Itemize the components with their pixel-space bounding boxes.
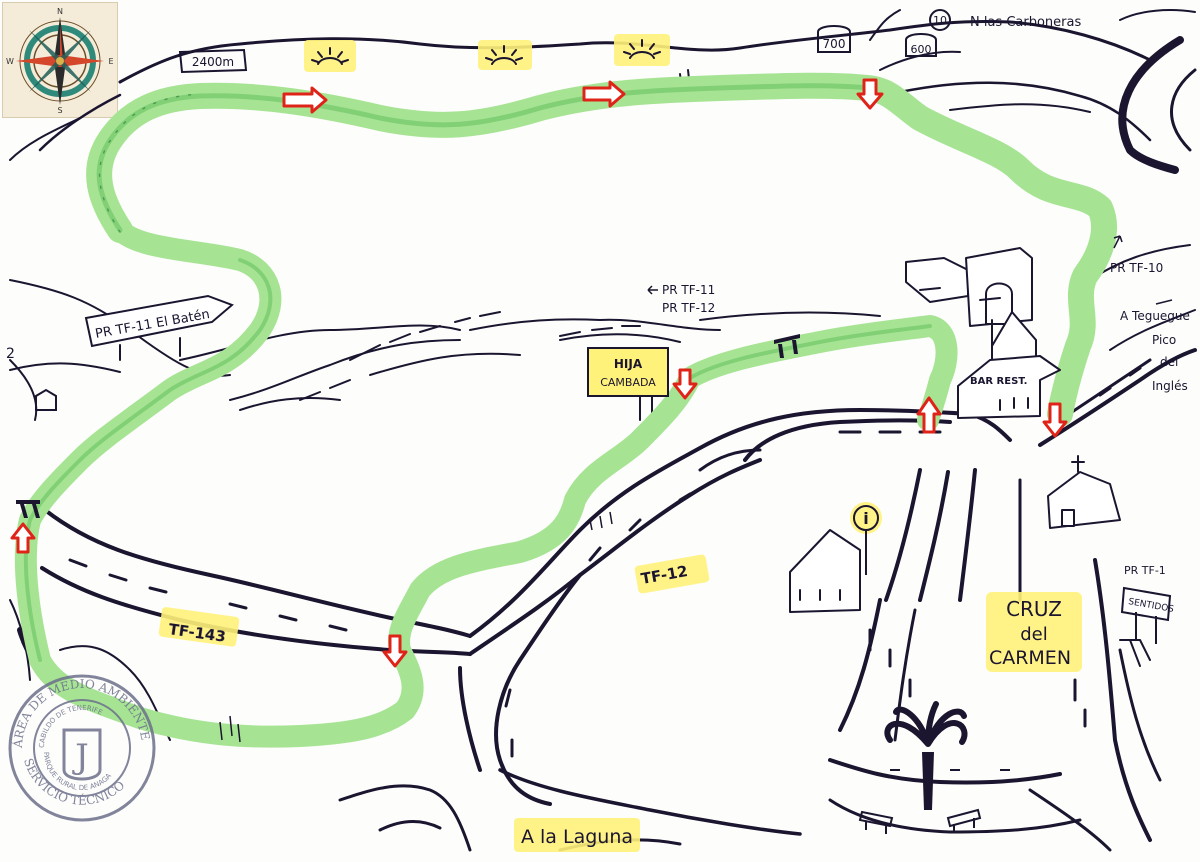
road-label-tf143: TF-143: [167, 620, 227, 646]
pointer-pico-3: Inglés: [1152, 379, 1188, 393]
arrow-down-road: [382, 634, 408, 668]
destination-label: A la Laguna: [521, 826, 633, 848]
town-buildings: [789, 247, 1121, 613]
pointer-pico-1: Pico: [1152, 333, 1176, 347]
arrow-right-1: [282, 86, 328, 114]
official-stamp: ÁREA DE MEDIO AMBIENTE TERRITORIAL SERVI…: [0, 0, 156, 822]
svg-text:PARQUE RURAL DE ANAGA: PARQUE RURAL DE ANAGA: [42, 752, 113, 792]
direction-arrows: [10, 78, 1068, 668]
info-icon: i: [863, 509, 868, 528]
viewpoint-sun-icons: [311, 39, 661, 65]
altitude-600: 600: [911, 43, 932, 56]
place-name-line2: del: [1020, 624, 1048, 645]
pointer-pico-2: del: [1160, 355, 1178, 369]
route-number-10: 10: [933, 14, 947, 27]
road-label-tf12: TF-12: [640, 562, 690, 588]
stamp-bottom-text: SERVICIO TÉCNICO: [21, 756, 127, 807]
arrow-down-top: [856, 78, 884, 110]
trail-path: [14, 72, 1117, 748]
altitude-700: 700: [823, 37, 846, 51]
compass-e: E: [108, 57, 113, 66]
sentidos-text: SENTIDOS: [1127, 597, 1174, 615]
altitude-markers: [178, 9, 951, 74]
label-highlights: [158, 34, 1082, 852]
pointer-partial-left: 2: [6, 346, 15, 362]
bar-restaurant-building: [957, 355, 1061, 419]
benches: [858, 769, 1010, 834]
top-road-label: N las Carboneras: [970, 15, 1081, 30]
compass-w: W: [6, 57, 14, 66]
svg-text:CABILDO DE TENERIFE: CABILDO DE TENERIFE: [38, 704, 104, 748]
place-name-line3: CARMEN: [989, 647, 1071, 669]
pr-tf1-label: PR TF-1: [1124, 564, 1166, 577]
place-name-line1: CRUZ: [1006, 597, 1062, 621]
palm-tree-icon: [884, 701, 968, 810]
info-building: [789, 529, 861, 613]
church-cross-icon: [1071, 455, 1085, 473]
sentidos-sign: [1120, 586, 1172, 644]
pointer-prtf12: PR TF-12: [662, 301, 715, 315]
info-sign: [853, 505, 879, 575]
stamp-inner-bottom: PARQUE RURAL DE ANAGA: [42, 752, 113, 792]
arrow-down-hija: [672, 368, 698, 400]
picnic-symbols: [16, 334, 800, 518]
hija-cambada-sign: HIJA CAMBADA: [587, 347, 669, 397]
pointer-tegueste: A Teguegue: [1120, 309, 1190, 323]
el-baten-sign-text: PR TF-11 El Batén: [94, 307, 211, 342]
arrow-up-left: [10, 522, 36, 554]
pointer-arrows: [647, 235, 1173, 305]
stamp-emblem-icon: J: [72, 737, 89, 777]
svg-text:SERVICIO TÉCNICO: SERVICIO TÉCNICO: [21, 756, 127, 807]
el-baten-sign: PR TF-11 El Batén: [84, 294, 234, 348]
altitude-2400: 2400m: [192, 55, 234, 69]
arrow-up-bar: [916, 396, 942, 434]
pointer-prtf10: PR TF-10: [1110, 261, 1163, 275]
arrow-down-right: [1042, 402, 1068, 438]
compass-rose-box: N S E W: [2, 2, 118, 118]
hija-cambada-line1: HIJA: [614, 357, 643, 371]
compass-n: N: [57, 7, 63, 16]
bar-rest-sign: BAR REST.: [970, 376, 1027, 387]
arrow-right-2: [582, 80, 626, 108]
mountain-ridge: [118, 19, 1152, 84]
church-building: [1047, 471, 1121, 529]
fence-marks: [219, 511, 613, 743]
compass-s: S: [57, 106, 62, 115]
pointer-prtf11: PR TF-11: [662, 283, 715, 297]
compass-rose-icon: N S E W: [6, 7, 113, 115]
stamp-inner-top: CABILDO DE TENERIFE: [38, 704, 104, 748]
hija-cambada-line2: CAMBADA: [600, 376, 656, 389]
